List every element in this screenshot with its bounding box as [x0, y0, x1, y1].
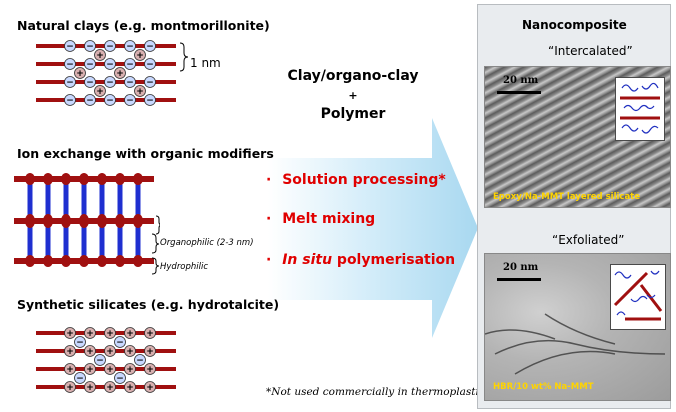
svg-text:−: −: [86, 96, 94, 106]
hydrophilic-label: Hydrophilic: [160, 262, 208, 272]
hydrotalcite-structure: + + + + + + + + + + + + + + + + + + + + − − − − − −: [30, 322, 180, 398]
svg-text:+: +: [66, 329, 74, 339]
svg-text:+: +: [66, 347, 74, 357]
svg-text:−: −: [76, 338, 84, 348]
svg-text:−: −: [66, 96, 74, 106]
svg-text:−: −: [146, 78, 154, 88]
svg-text:−: −: [106, 78, 114, 88]
bullet: ·: [266, 211, 271, 227]
svg-text:+: +: [76, 69, 84, 79]
svg-text:+: +: [146, 347, 154, 357]
svg-text:−: −: [116, 338, 124, 348]
svg-text:−: −: [86, 60, 94, 70]
svg-text:+: +: [106, 329, 114, 339]
svg-text:+: +: [86, 329, 94, 339]
ion-exchange-heading: Ion exchange with organic modifiers: [17, 146, 274, 161]
svg-text:+: +: [126, 347, 134, 357]
svg-text:+: +: [136, 51, 144, 61]
exfoliated-schematic: [610, 264, 666, 330]
svg-text:−: −: [66, 78, 74, 88]
svg-text:−: −: [66, 60, 74, 70]
exfoliated-label: “Exfoliated”: [552, 233, 624, 247]
svg-text:−: −: [106, 60, 114, 70]
svg-text:−: −: [106, 96, 114, 106]
tem-caption-exfoliated: HBR/10 wt% Na-MMT: [493, 382, 594, 392]
svg-text:+: +: [96, 51, 104, 61]
svg-text:+: +: [126, 365, 134, 375]
method-solution-processing: · Solution processing*: [266, 172, 446, 188]
svg-text:−: −: [106, 42, 114, 52]
intercalated-schematic-drawing: [616, 78, 664, 140]
svg-text:−: −: [86, 42, 94, 52]
bullet: ·: [266, 252, 271, 268]
scale-bar: [497, 278, 541, 281]
svg-text:+: +: [146, 383, 154, 393]
tem-image-exfoliated: 20 nm HBR/10 wt% Na-MMT: [484, 253, 671, 401]
organoclay-structure: [10, 170, 160, 270]
tem-image-intercalated: 20 nm Epoxy/Na-MMT layered silicate: [484, 66, 671, 208]
svg-text:−: −: [146, 96, 154, 106]
method-melt-mixing: · Melt mixing: [266, 211, 375, 227]
svg-text:−: −: [126, 60, 134, 70]
scale-label: 20 nm: [503, 262, 538, 273]
svg-text:+: +: [86, 347, 94, 357]
svg-text:−: −: [126, 96, 134, 106]
svg-text:+: +: [66, 383, 74, 393]
polymer-label: Polymer: [278, 106, 428, 122]
method-label: polymerisation: [332, 252, 455, 268]
svg-text:+: +: [116, 69, 124, 79]
svg-text:−: −: [136, 356, 144, 366]
method-in-situ: · In situ polymerisation: [266, 252, 455, 268]
svg-text:+: +: [86, 365, 94, 375]
intercalated-schematic: [615, 77, 665, 141]
svg-text:+: +: [126, 329, 134, 339]
tem-caption-intercalated: Epoxy/Na-MMT layered silicate: [493, 192, 640, 202]
montmorillonite-structure: − − − − − − − − − − − − − − − − − − − − + + + + + +: [30, 36, 210, 116]
nanocomposite-title: Nanocomposite: [522, 18, 627, 32]
scale-bar: [497, 91, 541, 94]
method-label: Melt mixing: [282, 211, 375, 227]
svg-text:−: −: [126, 78, 134, 88]
svg-text:+: +: [146, 365, 154, 375]
bullet: ·: [266, 172, 271, 188]
svg-text:−: −: [146, 60, 154, 70]
scale-label: 20 nm: [503, 75, 538, 86]
svg-text:−: −: [146, 42, 154, 52]
svg-text:+: +: [66, 365, 74, 375]
svg-text:+: +: [126, 383, 134, 393]
svg-text:+: +: [86, 383, 94, 393]
svg-text:−: −: [66, 42, 74, 52]
svg-text:+: +: [106, 347, 114, 357]
method-label-italic: In situ: [282, 252, 332, 268]
method-label: Solution processing*: [282, 172, 446, 188]
svg-text:+: +: [136, 87, 144, 97]
intercalated-label: “Intercalated”: [548, 44, 633, 58]
svg-text:−: −: [86, 78, 94, 88]
svg-text:−: −: [96, 356, 104, 366]
svg-text:−: −: [116, 374, 124, 384]
svg-text:+: +: [106, 383, 114, 393]
svg-text:−: −: [76, 374, 84, 384]
exfoliated-schematic-drawing: [611, 265, 665, 329]
layer-spacing-label: 1 nm: [190, 56, 221, 70]
clay-organoclay-label: Clay/organo-clay: [278, 68, 428, 84]
footnote: *Not used commercially in thermoplastics: [266, 386, 490, 398]
organophilic-label: Organophilic (2-3 nm): [160, 238, 254, 248]
synthetic-silicates-heading: Synthetic silicates (e.g. hydrotalcite): [17, 297, 279, 312]
svg-text:−: −: [126, 42, 134, 52]
svg-text:+: +: [96, 87, 104, 97]
svg-text:+: +: [106, 365, 114, 375]
natural-clays-heading: Natural clays (e.g. montmorillonite): [17, 18, 270, 33]
plus-sign: +: [278, 89, 428, 102]
svg-text:+: +: [146, 329, 154, 339]
